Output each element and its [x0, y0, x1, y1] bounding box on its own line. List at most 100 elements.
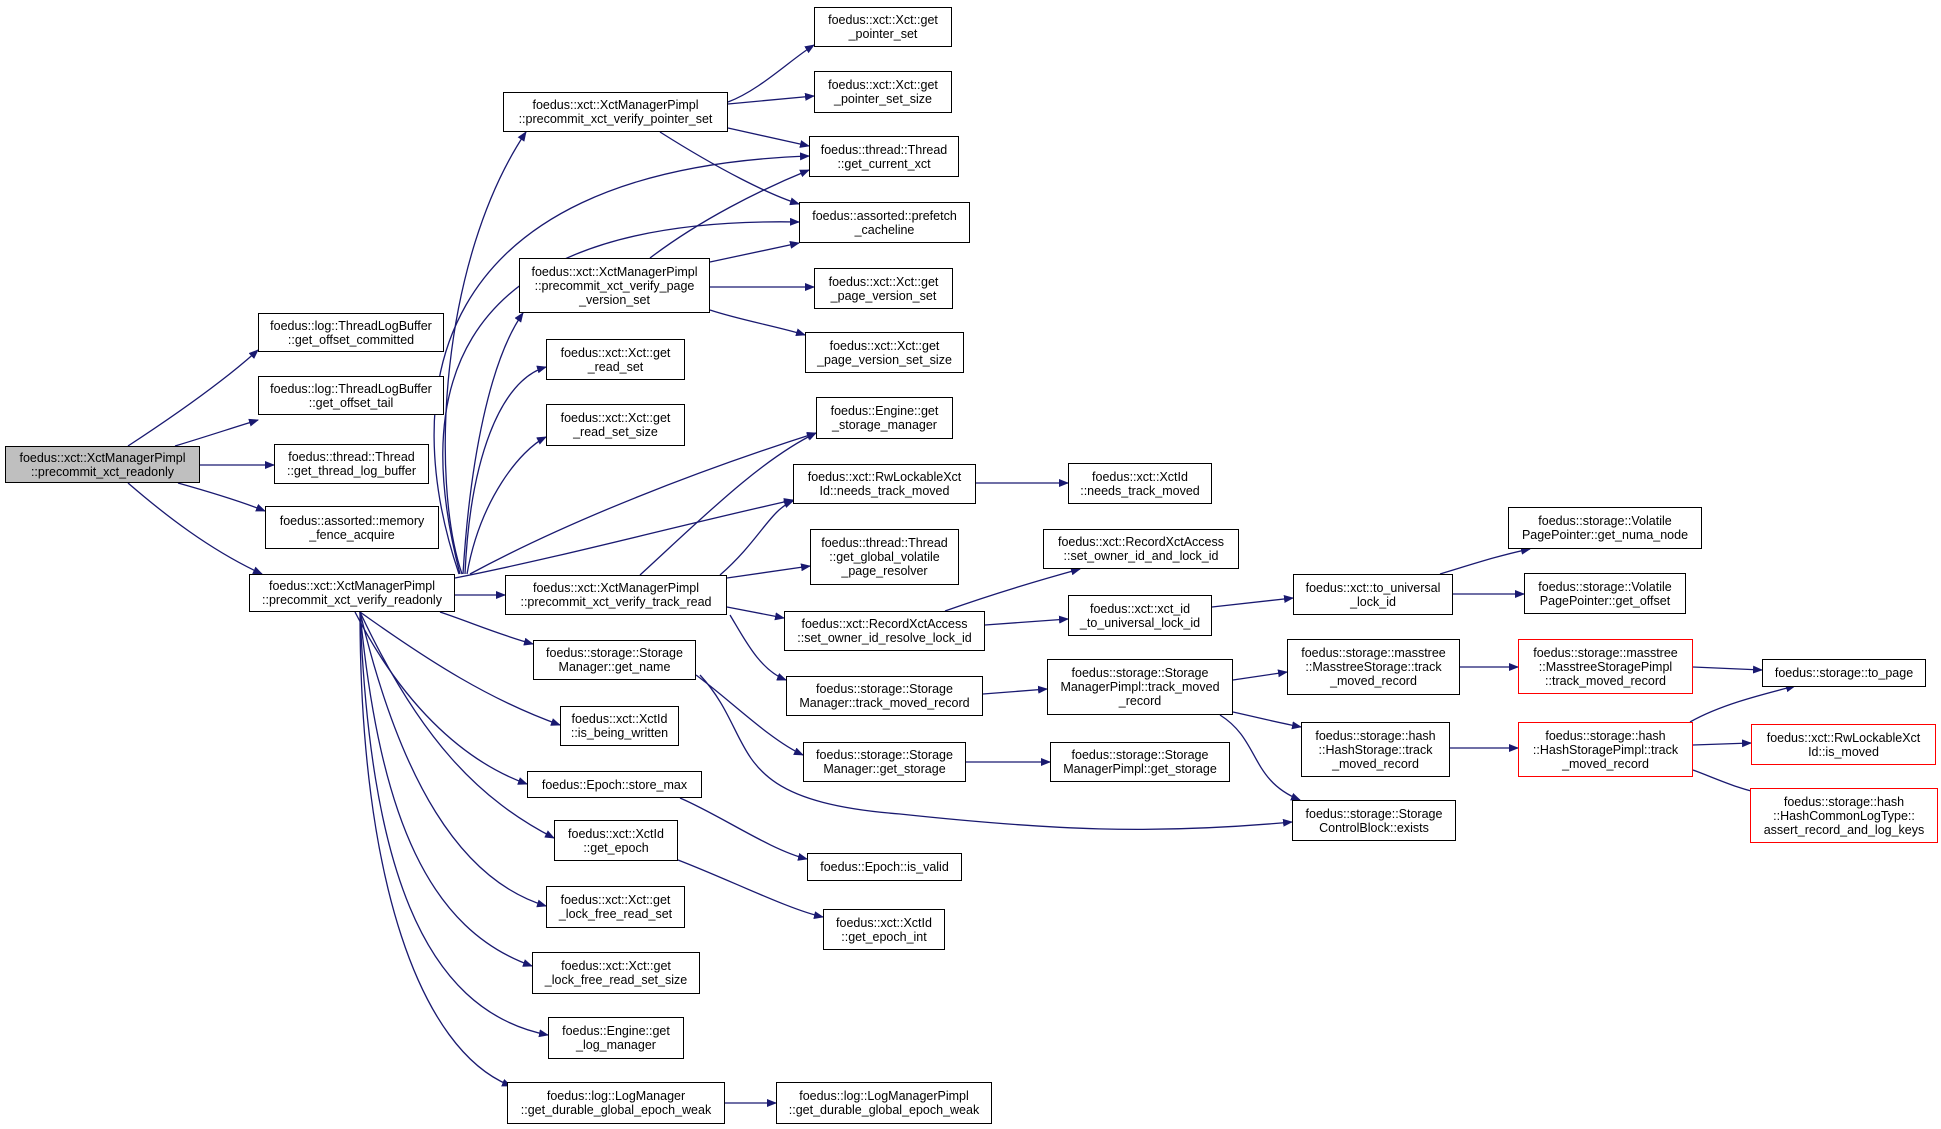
edge-verify_track_read-to-global_volatile_resolver — [726, 563, 811, 579]
node-get-page-version-set-size[interactable]: foedus::xct::Xct::get_page_version_set_s… — [805, 332, 964, 373]
edge-verify_readonly-to-store_max — [354, 611, 528, 785]
edge-verify_track_read-to-needs_track_moved_rw — [719, 500, 794, 576]
edge-sm_track_moved-to-smp_track_moved — [982, 685, 1048, 695]
node-lock-free-read-set-size[interactable]: foedus::xct::Xct::get_lock_free_read_set… — [532, 952, 700, 994]
edge-verify_pointer_set-to-prefetch_cacheline — [659, 131, 800, 206]
node-verify-track-read[interactable]: foedus::xct::XctManagerPimpl::precommit_… — [505, 575, 727, 615]
edge-hash_pimpl_track-to-rw_is_moved — [1692, 739, 1752, 748]
edge-verify_track_read-to-set_owner_resolve — [726, 606, 785, 621]
node-label-line: foedus::xct::Xct::get — [560, 893, 671, 907]
edge-set_owner_resolve-to-xct_id_to_universal — [984, 615, 1069, 626]
edge-verify_readonly-to-sm_get_name — [439, 611, 534, 646]
edge-xctid_get_epoch-to-get_epoch_int — [677, 859, 824, 920]
node-label-line: assert_record_and_log_keys — [1763, 822, 1925, 837]
node-label-line: foedus::storage::Volatile — [1538, 579, 1672, 594]
node-assert-record[interactable]: foedus::storage::hash::HashCommonLogType… — [1750, 788, 1938, 843]
edge-verify_readonly-to-get_read_set — [464, 365, 547, 575]
node-xctid-needs-track-moved[interactable]: foedus::xct::XctId::needs_track_moved — [1068, 463, 1212, 504]
node-tlb-committed[interactable]: foedus::log::ThreadLogBuffer::get_offset… — [258, 313, 444, 352]
node-label-line: PagePointer::get_numa_node — [1521, 528, 1689, 542]
node-verify-page-version-set[interactable]: foedus::xct::XctManagerPimpl::precommit_… — [519, 258, 710, 313]
node-label-line: ManagerPimpl::get_storage — [1063, 762, 1217, 776]
node-prefetch-cacheline[interactable]: foedus::assorted::prefetch_cacheline — [799, 202, 970, 243]
edge-verify_readonly-to-get_read_set_size — [466, 436, 547, 575]
node-label-line: _version_set — [579, 292, 650, 307]
node-get-read-set[interactable]: foedus::xct::Xct::get_read_set — [546, 339, 685, 380]
node-get-read-set-size[interactable]: foedus::xct::Xct::get_read_set_size — [546, 404, 685, 446]
node-label-line: Id::needs_track_moved — [819, 484, 950, 498]
edge-to_universal_lock_id-to-get_numa_node — [1439, 546, 1531, 575]
node-label-line: foedus::storage::Volatile — [1538, 514, 1672, 528]
node-get-epoch-int[interactable]: foedus::xct::XctId::get_epoch_int — [823, 909, 945, 950]
edge-root-to-memory_fence — [177, 482, 266, 512]
node-label-line: ::precommit_xct_verify_page — [534, 278, 695, 293]
node-label-line: foedus::xct::xct_id — [1089, 601, 1191, 616]
node-is-being-written[interactable]: foedus::xct::XctId::is_being_written — [560, 706, 679, 746]
node-get-current-xct[interactable]: foedus::thread::Thread::get_current_xct — [809, 136, 959, 177]
node-label-line: ::precommit_xct_readonly — [30, 464, 175, 479]
edge-smp_track_moved-to-masstree_track — [1232, 669, 1288, 681]
node-xctid-get-epoch[interactable]: foedus::xct::XctId::get_epoch — [554, 820, 678, 861]
node-get-storage-manager[interactable]: foedus::Engine::get_storage_manager — [816, 397, 953, 439]
node-label-line: ::get_epoch — [583, 840, 649, 855]
node-label-line: _storage_manager — [832, 418, 937, 432]
node-lock-free-read-set[interactable]: foedus::xct::Xct::get_lock_free_read_set — [546, 886, 685, 928]
node-lmp-durable[interactable]: foedus::log::LogManagerPimpl::get_durabl… — [776, 1082, 992, 1124]
node-thread-log-buffer[interactable]: foedus::thread::Thread::get_thread_log_b… — [274, 444, 429, 484]
node-epoch-is-valid[interactable]: foedus::Epoch::is_valid — [807, 853, 962, 881]
node-label-line: foedus::Engine::get — [830, 404, 939, 418]
node-lm-durable[interactable]: foedus::log::LogManager::get_durable_glo… — [507, 1082, 725, 1124]
node-label-line: _lock_free_read_set — [558, 907, 673, 921]
edge-verify_pointer_set-to-get_pointer_set_size — [727, 92, 815, 105]
node-label-line: foedus::xct::RwLockableXct — [807, 470, 962, 484]
edge-verify_readonly-to-get_storage_manager — [469, 431, 817, 575]
node-store-max[interactable]: foedus::Epoch::store_max — [527, 771, 702, 798]
node-set-owner-resolve[interactable]: foedus::xct::RecordXctAccess::set_owner_… — [784, 611, 985, 651]
node-to-universal-lock-id[interactable]: foedus::xct::to_universal_lock_id — [1293, 574, 1453, 615]
node-label-line: _lock_free_read_set_size — [544, 973, 688, 987]
node-to-page[interactable]: foedus::storage::to_page — [1762, 659, 1926, 687]
edge-verify_readonly-to-is_being_written — [359, 611, 561, 726]
node-verify-readonly[interactable]: foedus::xct::XctManagerPimpl::precommit_… — [249, 574, 455, 612]
node-masstree-track[interactable]: foedus::storage::masstree::MasstreeStora… — [1287, 639, 1460, 695]
node-label-line: foedus::xct::RwLockableXct — [1766, 730, 1921, 745]
node-xct-id-to-universal[interactable]: foedus::xct::xct_id_to_universal_lock_id — [1068, 595, 1212, 636]
edge-masstree_pimpl_track-to-to_page — [1692, 665, 1763, 674]
edge-hash_pimpl_track-to-to_page — [1689, 684, 1796, 723]
node-label-line: _page_version_set — [830, 288, 937, 303]
node-get-page-version-set[interactable]: foedus::xct::Xct::get_page_version_set — [814, 268, 953, 309]
node-label-line: foedus::xct::Xct::get — [828, 78, 938, 92]
node-verify-pointer-set[interactable]: foedus::xct::XctManagerPimpl::precommit_… — [503, 92, 728, 132]
node-label-line: _read_set_size — [573, 425, 658, 439]
node-set-owner-and-lock[interactable]: foedus::xct::RecordXctAccess::set_owner_… — [1043, 529, 1239, 569]
node-label-line: foedus::xct::XctManagerPimpl — [531, 264, 698, 279]
edge-verify_readonly-to-get_current_xct — [433, 152, 810, 575]
node-label-line: Manager::get_storage — [823, 762, 946, 776]
edge-smp_track_moved-to-hash_track — [1232, 711, 1302, 730]
node-masstree-pimpl-track[interactable]: foedus::storage::masstree::MasstreeStora… — [1518, 639, 1693, 694]
node-hash-pimpl-track[interactable]: foedus::storage::hash::HashStoragePimpl:… — [1518, 722, 1693, 777]
node-label-line: foedus::storage::Storage — [546, 646, 683, 660]
node-global-volatile-resolver[interactable]: foedus::thread::Thread::get_global_volat… — [810, 529, 959, 585]
node-memory-fence[interactable]: foedus::assorted::memory_fence_acquire — [265, 506, 439, 549]
node-label-line: foedus::thread::Thread — [288, 450, 415, 464]
node-get-log-manager[interactable]: foedus::Engine::get_log_manager — [548, 1017, 684, 1059]
node-get-pointer-set-size[interactable]: foedus::xct::Xct::get_pointer_set_size — [814, 71, 952, 113]
node-label-line: foedus::xct::XctId — [1092, 469, 1188, 484]
node-get-pointer-set[interactable]: foedus::xct::Xct::get_pointer_set — [814, 7, 952, 47]
node-hash-track[interactable]: foedus::storage::hash::HashStorage::trac… — [1301, 722, 1450, 777]
node-tlb-tail[interactable]: foedus::log::ThreadLogBuffer::get_offset… — [258, 376, 444, 415]
node-label-line: foedus::xct::XctId — [568, 826, 664, 841]
node-label-line: ::get_offset_tail — [308, 395, 394, 410]
